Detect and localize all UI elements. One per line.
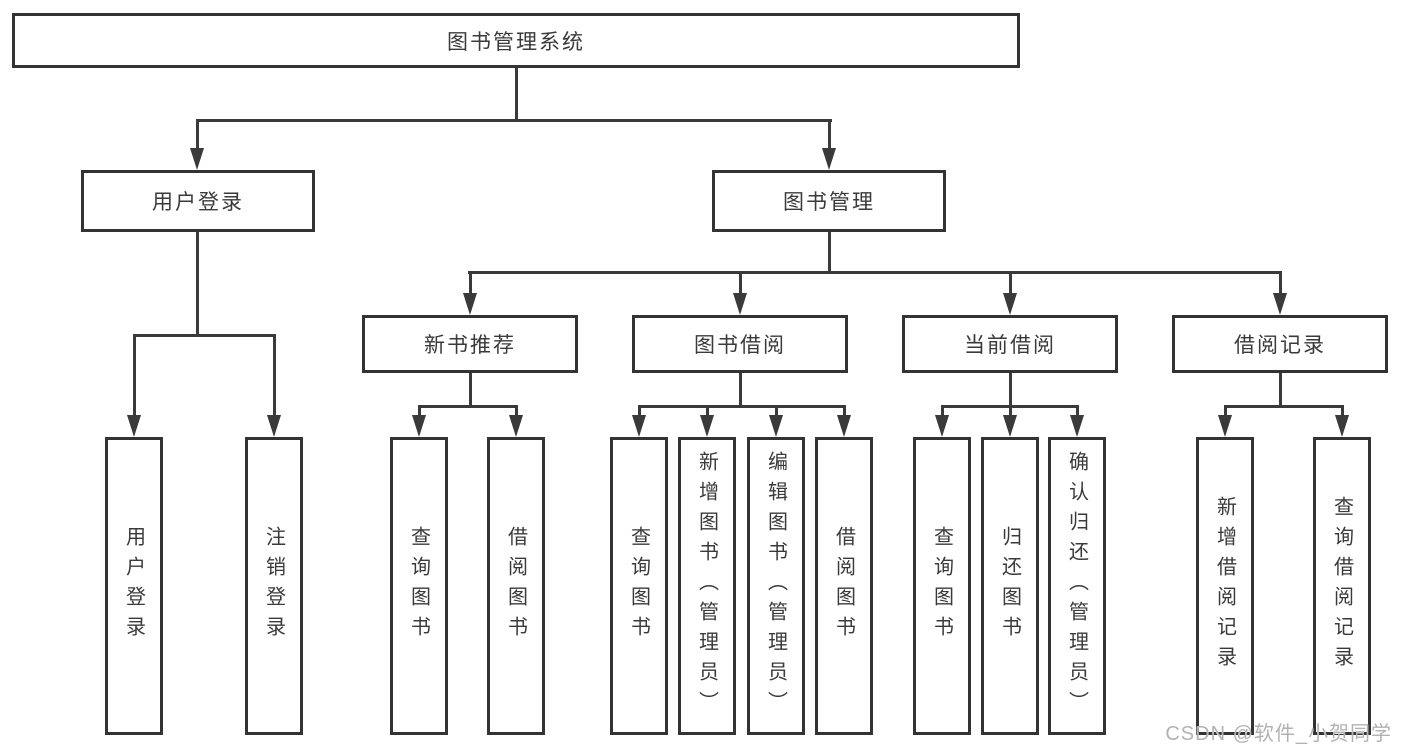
node-book-borrow: 图书借阅 [632,315,848,373]
leaf-borrow-book: 借阅图书 [815,437,873,735]
connector-line [133,334,276,337]
leaf-add-book-admin: 新增图书（管理员） [678,437,736,735]
arrow-down-icon [1070,415,1084,437]
connector-line [638,405,641,417]
connector-line [1009,373,1012,408]
arrow-down-icon [412,415,426,437]
connector-line [515,68,518,121]
connector-line [133,334,136,417]
connector-line [469,271,472,295]
leaf-query-book-recommend: 查询图书 [390,437,448,735]
arrow-down-icon [700,415,714,437]
connector-line [1341,405,1344,417]
arrow-down-icon [769,415,783,437]
leaf-add-borrow-record: 新增借阅记录 [1196,437,1254,735]
arrow-down-icon [1003,415,1017,437]
connector-line [843,405,846,417]
arrow-down-icon [1335,415,1349,437]
arrow-down-icon [822,148,836,170]
connector-line [196,232,199,336]
leaf-borrow-book-recommend: 借阅图书 [487,437,545,735]
connector-line [1009,271,1012,295]
arrow-down-icon [837,415,851,437]
arrow-down-icon [127,415,141,437]
connector-line [1279,373,1282,408]
leaf-return-book: 归还图书 [981,437,1039,735]
connector-line [196,119,199,150]
connector-line [1224,405,1227,417]
connector-line [1009,405,1012,417]
connector-line [1224,405,1344,408]
node-current-borrow: 当前借阅 [902,315,1118,373]
connector-line [775,405,778,417]
node-book-management: 图书管理 [712,170,946,232]
connector-line [273,334,276,417]
connector-line [468,271,1282,274]
connector-line [706,405,709,417]
arrow-down-icon [632,415,646,437]
arrow-down-icon [509,415,523,437]
arrow-down-icon [267,415,281,437]
node-new-book-recommend: 新书推荐 [362,315,578,373]
arrow-down-icon [1273,293,1287,315]
connector-line [515,405,518,417]
arrow-down-icon [935,415,949,437]
connector-line [418,405,421,417]
node-user-login: 用户登录 [81,170,315,232]
leaf-query-book-current: 查询图书 [913,437,971,735]
connector-line [739,271,742,295]
connector-line [638,405,846,408]
csdn-watermark: CSDN @软件_小贺同学 [1165,723,1392,745]
leaf-logout: 注销登录 [245,437,303,735]
leaf-user-login: 用户登录 [105,437,163,735]
leaf-query-borrow-record: 查询借阅记录 [1313,437,1371,735]
leaf-confirm-return-admin: 确认归还（管理员） [1048,437,1106,735]
arrow-down-icon [733,293,747,315]
connector-line [739,373,742,408]
connector-line [1279,271,1282,295]
connector-line [418,405,518,408]
node-root: 图书管理系统 [12,13,1020,68]
connector-line [828,119,831,150]
node-borrow-records: 借阅记录 [1172,315,1388,373]
arrow-down-icon [463,293,477,315]
connector-line [828,232,831,273]
connector-line [941,405,944,417]
connector-line [1076,405,1079,417]
arrow-down-icon [1218,415,1232,437]
connector-line [196,119,832,122]
arrow-down-icon [1003,293,1017,315]
leaf-query-book-borrow: 查询图书 [610,437,668,735]
arrow-down-icon [190,148,204,170]
connector-line [469,373,472,408]
leaf-edit-book-admin: 编辑图书（管理员） [747,437,805,735]
